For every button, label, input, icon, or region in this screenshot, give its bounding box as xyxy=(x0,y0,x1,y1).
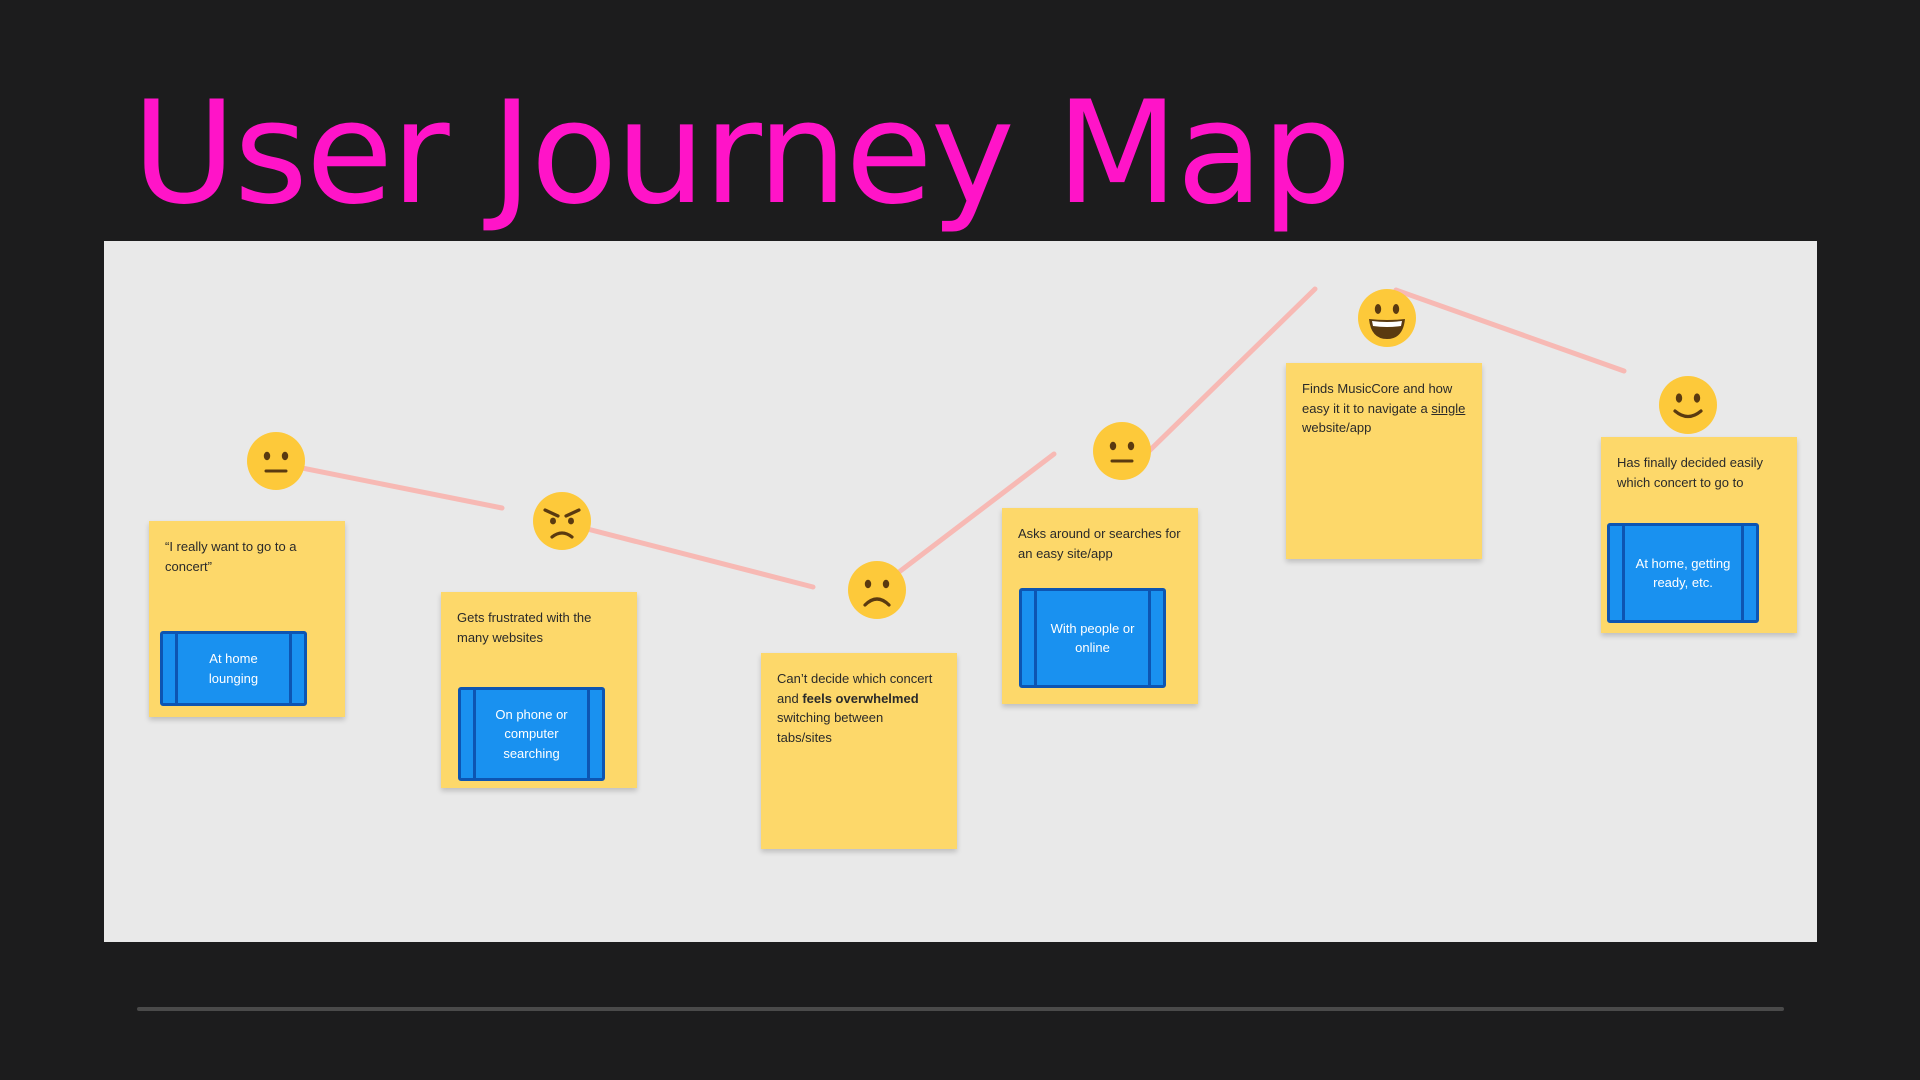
grinning-face-icon xyxy=(1357,288,1417,348)
context-card-label: On phone or computer searching xyxy=(495,706,568,761)
sticky-note-text: Has finally decided easily which concert… xyxy=(1617,455,1763,490)
context-card-label: With people or online xyxy=(1050,620,1135,656)
context-card[interactable]: At home lounging xyxy=(160,631,307,706)
journey-connector xyxy=(1141,286,1318,459)
sticky-note[interactable]: Can’t decide which concert and feels ove… xyxy=(761,653,957,849)
journey-connector xyxy=(879,451,1057,588)
sticky-note-text: “I really want to go to a concert” xyxy=(165,539,297,574)
context-card[interactable]: At home, getting ready, etc. xyxy=(1607,523,1759,623)
context-card[interactable]: On phone or computer searching xyxy=(458,687,605,781)
angry-face-icon xyxy=(532,491,592,551)
journey-connector xyxy=(565,521,816,590)
sticky-note-text: Gets frustrated with the many websites xyxy=(457,610,592,645)
sticky-note-text: Asks around or searches for an easy site… xyxy=(1018,526,1181,561)
journey-connector xyxy=(279,461,505,511)
journey-connector xyxy=(1393,287,1627,374)
frowning-face-icon xyxy=(847,560,907,620)
sticky-note-text: Finds MusicCore and how easy it it to na… xyxy=(1302,381,1466,435)
neutral-face-icon xyxy=(246,431,306,491)
context-card-label: At home, getting ready, etc. xyxy=(1635,555,1731,591)
footer-divider xyxy=(137,1007,1784,1011)
journey-line xyxy=(279,286,1627,590)
journey-board: “I really want to go to a concert” At hom… xyxy=(104,241,1817,942)
context-card-label: At home lounging xyxy=(208,651,259,686)
sticky-note[interactable]: Finds MusicCore and how easy it it to na… xyxy=(1286,363,1482,559)
smiling-face-icon xyxy=(1658,375,1718,435)
neutral-face-icon xyxy=(1092,421,1152,481)
page-title: User Journey Map xyxy=(132,71,1352,236)
context-card[interactable]: With people or online xyxy=(1019,588,1166,688)
sticky-note-text: Can’t decide which concert and feels ove… xyxy=(777,671,933,745)
